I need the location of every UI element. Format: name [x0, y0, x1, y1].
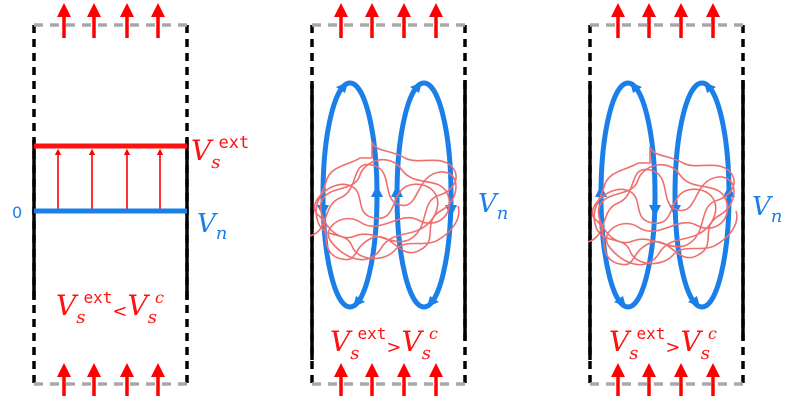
- vortex-tangle: [587, 146, 738, 266]
- panel-1-laminar: 0 Vsext Vn Vsext<Vsc: [12, 2, 249, 396]
- vortex-direction-arrows: [317, 82, 457, 307]
- arrowhead-icon: [723, 185, 735, 197]
- condition-label: Vsext<Vsc: [56, 288, 164, 328]
- velocity-profile-arrows: [54, 148, 164, 211]
- arrowhead-icon: [371, 185, 383, 197]
- vs-ext-label: Vsext: [191, 133, 249, 173]
- arrowhead-icon: [410, 82, 422, 93]
- vortex-direction-arrows: [595, 82, 735, 307]
- arrowhead-icon: [391, 185, 403, 197]
- condition-label: Vsext>Vsc: [330, 324, 438, 364]
- outflow-arrows: [611, 2, 720, 38]
- channel-walls: [310, 25, 467, 385]
- panel-2-turbulent: Vn Vsext>Vsc: [309, 2, 508, 396]
- arrowhead-icon: [704, 82, 716, 93]
- inflow-arrows: [611, 363, 720, 396]
- channel-walls: [32, 25, 189, 385]
- arrowhead-icon: [595, 185, 607, 197]
- panel-3-turbulent: Vn Vsext>Vsc: [587, 2, 782, 396]
- inflow-arrows: [334, 363, 443, 396]
- arrowhead-icon: [445, 205, 457, 217]
- outflow-arrows: [334, 2, 443, 38]
- vortex-ring-right: [394, 80, 454, 310]
- arrowhead-icon: [649, 205, 661, 217]
- vortex-tangle: [309, 141, 460, 261]
- vn-label: Vn: [197, 209, 227, 244]
- arrowhead-icon: [614, 296, 626, 307]
- arrowhead-icon: [353, 296, 365, 307]
- vortex-ring-right: [672, 80, 732, 310]
- vn-label: Vn: [752, 192, 782, 227]
- zero-label: 0: [12, 203, 22, 222]
- vortex-ring-left: [320, 80, 380, 310]
- outflow-arrows: [57, 2, 165, 38]
- arrowhead-icon: [630, 82, 642, 93]
- channel-walls: [588, 25, 745, 385]
- arrowhead-icon: [336, 82, 348, 93]
- vn-label: Vn: [478, 189, 508, 224]
- inflow-arrows: [57, 363, 165, 396]
- vortex-rings: [320, 80, 454, 310]
- arrowhead-icon: [688, 296, 700, 307]
- arrowhead-icon: [427, 296, 439, 307]
- condition-label: Vsext>Vsc: [609, 324, 717, 364]
